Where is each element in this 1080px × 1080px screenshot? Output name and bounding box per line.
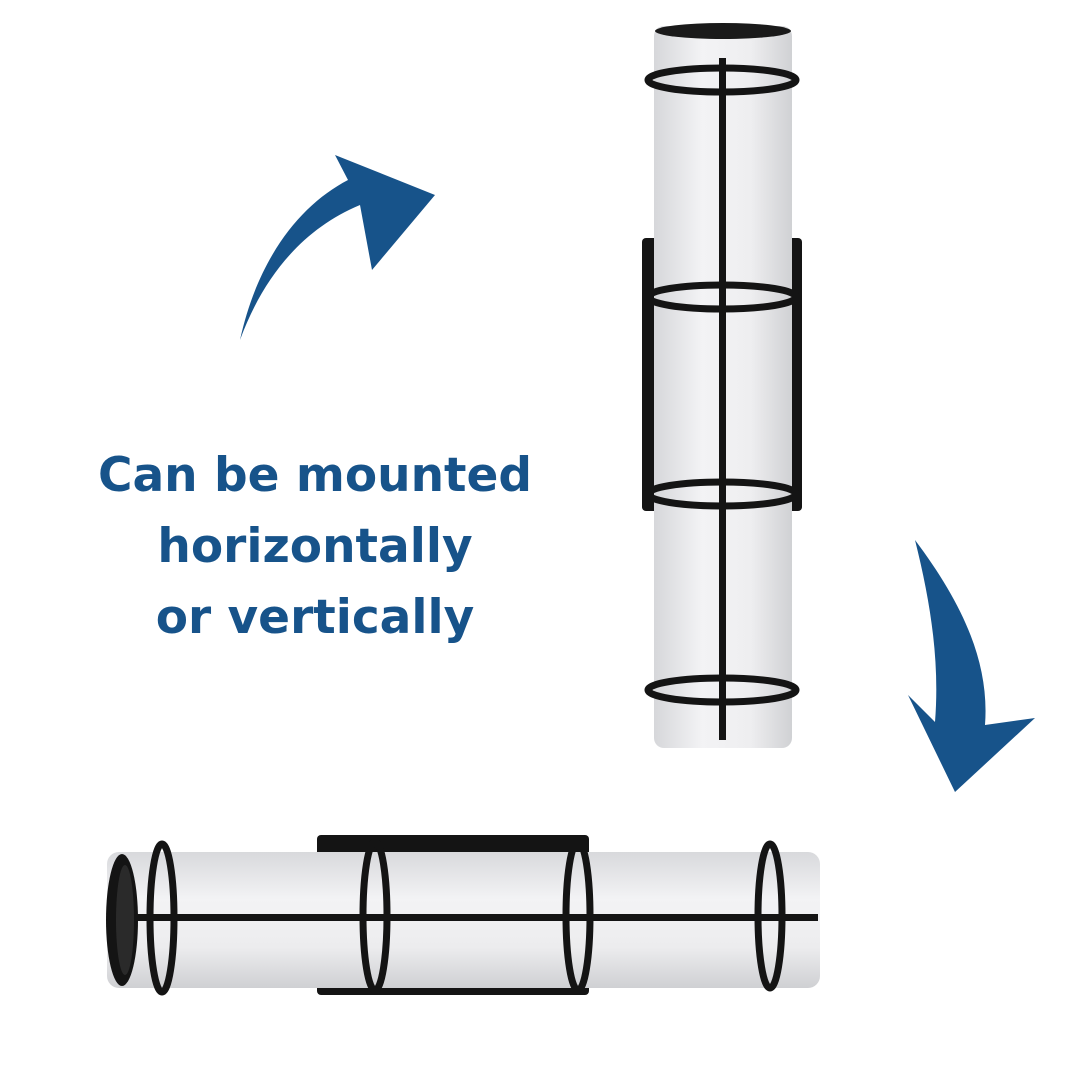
top-opening — [655, 23, 791, 39]
frame-ring — [754, 840, 786, 992]
frame-ring — [644, 281, 800, 313]
curved-arrow-up-right-icon — [240, 155, 435, 340]
caption-line-3: or vertically — [155, 590, 475, 645]
frame-ring — [146, 840, 178, 996]
vertical-sconce — [642, 23, 802, 748]
horizontal-rod — [135, 914, 818, 921]
mounting-caption: Can be mounted horizontally or verticall… — [60, 440, 570, 653]
caption-line-1: Can be mounted — [97, 448, 533, 503]
curved-arrow-down-icon — [908, 540, 1035, 792]
frame-ring — [644, 674, 800, 706]
frame-ring — [644, 478, 800, 510]
frame-ring — [359, 838, 391, 994]
vertical-rod — [719, 58, 726, 740]
frame-ring — [644, 64, 800, 96]
frame-ring — [562, 838, 594, 994]
horizontal-sconce — [106, 835, 820, 996]
caption-line-2: horizontally — [157, 519, 473, 574]
